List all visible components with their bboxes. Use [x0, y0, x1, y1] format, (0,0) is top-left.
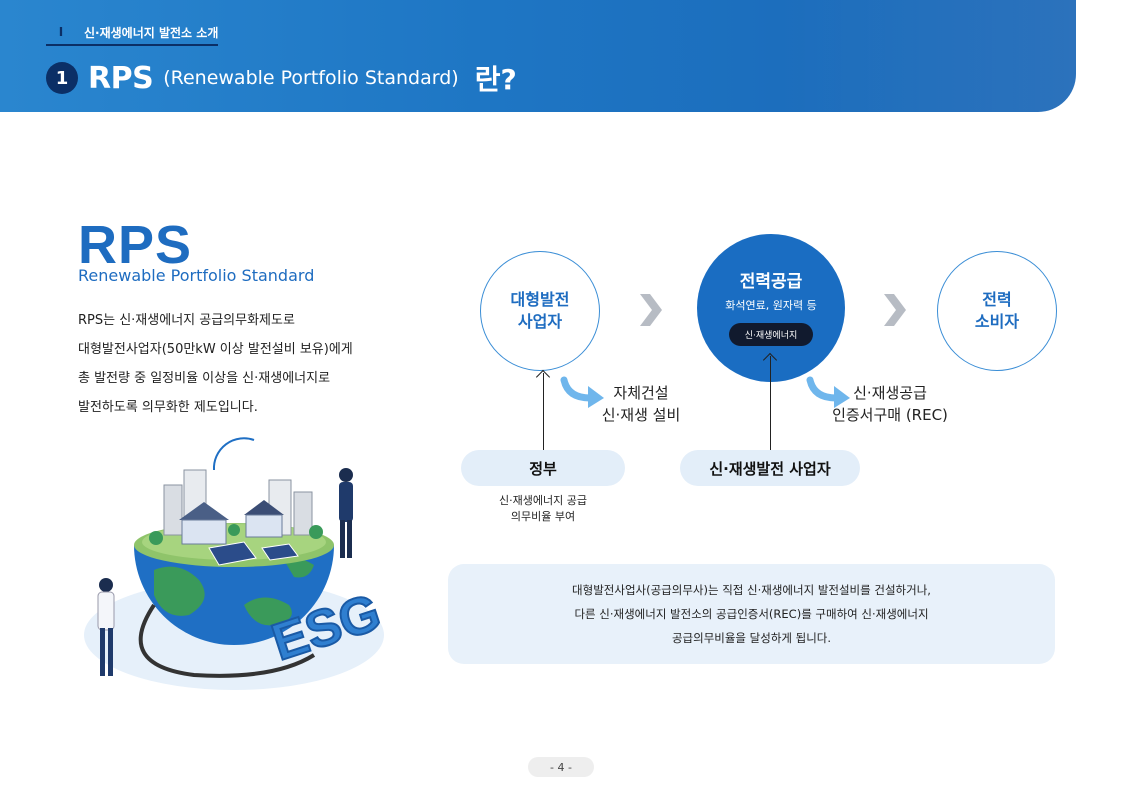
government-note: 신·재생에너지 공급 의무비율 부여: [461, 493, 625, 525]
node-large-generator: 대형발전 사업자: [480, 251, 600, 371]
self-build-label: 자체건설 신·재생 설비: [593, 382, 689, 426]
info-line: 공급의무비율을 달성하게 됩니다.: [671, 631, 832, 645]
page-number: - 4 -: [528, 757, 594, 777]
arrow-up-icon: [535, 369, 551, 385]
title-end: 란?: [474, 63, 517, 96]
option1-line2: 신·재생 설비: [601, 406, 681, 424]
renewable-energy-badge: 신·재생에너지: [728, 322, 814, 346]
node2-subtitle: 화석연료, 원자력 등: [725, 298, 817, 312]
arrow-line: [543, 373, 544, 451]
government-note-line2: 의무비율 부여: [510, 510, 576, 523]
chevron-right-icon: [884, 294, 906, 326]
rec-purchase-label: 신·재생공급 인증서구매 (REC): [815, 382, 965, 426]
node-consumer: 전력 소비자: [937, 251, 1057, 371]
node3-line2: 소비자: [974, 312, 1020, 331]
breadcrumb-label: 신·재생에너지 발전소 소개: [84, 25, 219, 40]
description-line: 총 발전량 중 일정비율 이상을 신·재생에너지로: [78, 371, 331, 386]
rps-description: RPS는 신·재생에너지 공급의무화제도로 대형발전사업자(50만kW 이상 발…: [78, 306, 418, 422]
node1-line1: 대형발전: [510, 290, 570, 309]
curved-arrow-icon: [560, 376, 604, 408]
section-numeral: Ⅰ: [58, 25, 64, 39]
description-line: 발전하도록 의무화한 제도입니다.: [78, 400, 258, 415]
title-main: RPS: [88, 60, 154, 96]
header-glow: [776, 0, 1076, 112]
node2-title: 전력공급: [739, 271, 803, 292]
node1-line2: 사업자: [517, 312, 563, 331]
renewable-generator-pill: 신·재생발전 사업자: [680, 450, 860, 486]
option2-line1: 신·재생공급: [853, 384, 927, 402]
eco-globe-illustration: ESG: [84, 424, 384, 690]
page-header: Ⅰ 신·재생에너지 발전소 소개 1 RPS (Renewable Portfo…: [0, 0, 1076, 112]
government-note-line1: 신·재생에너지 공급: [499, 494, 587, 507]
section-number-badge: 1: [46, 62, 78, 94]
rps-subheading: Renewable Portfolio Standard: [78, 266, 315, 285]
option1-line1: 자체건설: [613, 384, 669, 402]
info-line: 다른 신·재생에너지 발전소의 공급인증서(REC)를 구매하여 신·재생에너지: [574, 607, 929, 621]
arrow-line: [770, 356, 771, 451]
rps-heading: RPS: [78, 215, 193, 275]
chevron-right-icon: [640, 294, 662, 326]
info-box: 대형발전사업사(공급의무사)는 직접 신·재생에너지 발전설비를 건설하거나, …: [448, 564, 1055, 664]
option2-line2: 인증서구매 (REC): [832, 406, 948, 424]
description-line: 대형발전사업자(50만kW 이상 발전설비 보유)에게: [78, 342, 353, 357]
title-sub: (Renewable Portfolio Standard): [163, 67, 459, 89]
node-power-supply: 전력공급 화석연료, 원자력 등 신·재생에너지: [697, 234, 845, 382]
node3-line1: 전력: [982, 290, 1012, 309]
page-title: 1 RPS (Renewable Portfolio Standard) 란?: [46, 58, 517, 98]
curved-arrow-icon: [806, 376, 850, 408]
government-pill: 정부: [461, 450, 625, 486]
breadcrumb: Ⅰ 신·재생에너지 발전소 소개: [46, 24, 219, 46]
description-line: RPS는 신·재생에너지 공급의무화제도로: [78, 313, 295, 328]
info-line: 대형발전사업사(공급의무사)는 직접 신·재생에너지 발전설비를 건설하거나,: [572, 583, 931, 597]
